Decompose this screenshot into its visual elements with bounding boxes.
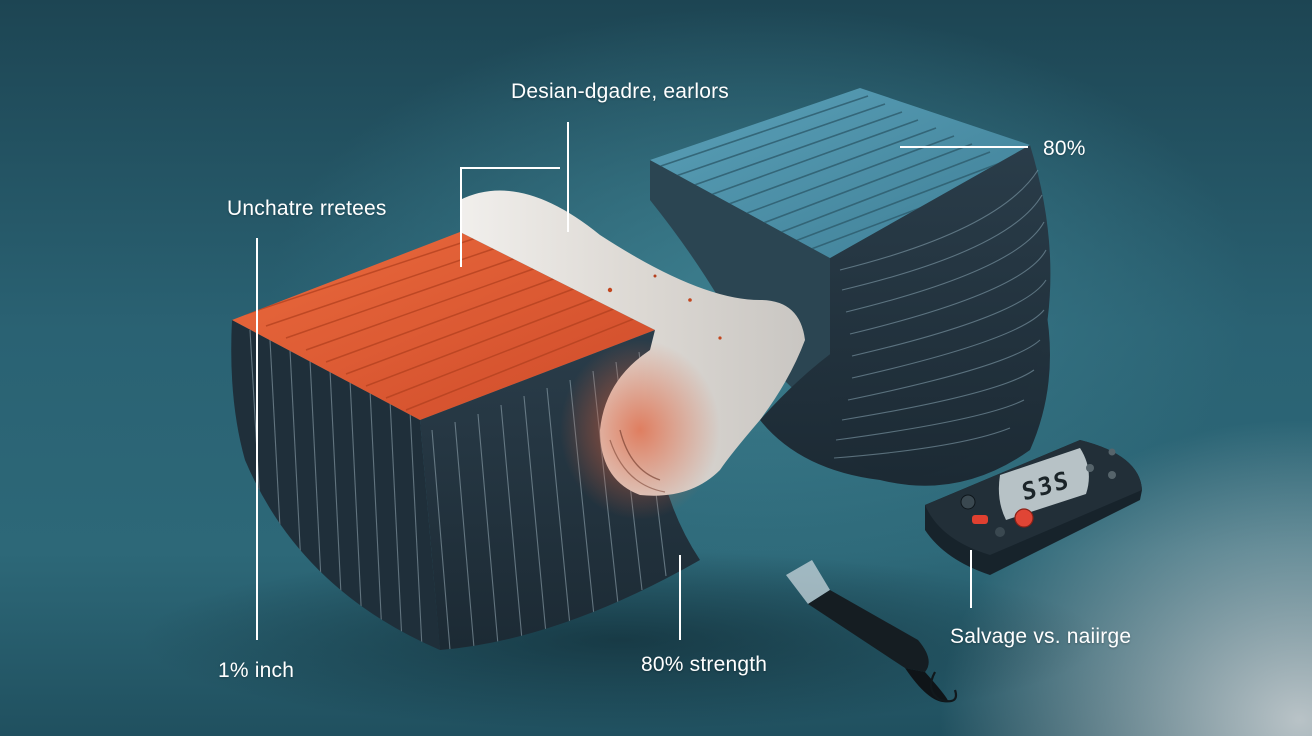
- meter-power-button: [1014, 508, 1034, 528]
- leader-top-right: [900, 146, 1028, 148]
- leader-top-center-v: [460, 167, 462, 267]
- blue-top-face: [650, 88, 1030, 258]
- label-top-right: 80%: [1043, 137, 1086, 160]
- leader-top-center-h: [460, 167, 560, 169]
- blue-block: [650, 88, 1051, 486]
- meter-display: [998, 448, 1089, 520]
- label-bottom-left: 1% inch: [218, 659, 295, 682]
- label-left-upper: Unchatre rretees: [227, 197, 387, 220]
- orange-top-face: [232, 232, 655, 420]
- leader-bottom-right: [970, 550, 972, 608]
- paper-curl-layer: [460, 190, 805, 520]
- digital-meter: [925, 440, 1142, 575]
- label-bottom-right: Salvage vs. naiirge: [950, 625, 1132, 648]
- probe-tool: [786, 560, 958, 703]
- leader-left: [256, 238, 258, 640]
- leader-bottom-center: [679, 555, 681, 640]
- label-bottom-center: 80% strength: [641, 653, 768, 676]
- leader-top-center: [567, 122, 569, 232]
- label-top-center: Desian-dgadre, earlors: [511, 80, 730, 103]
